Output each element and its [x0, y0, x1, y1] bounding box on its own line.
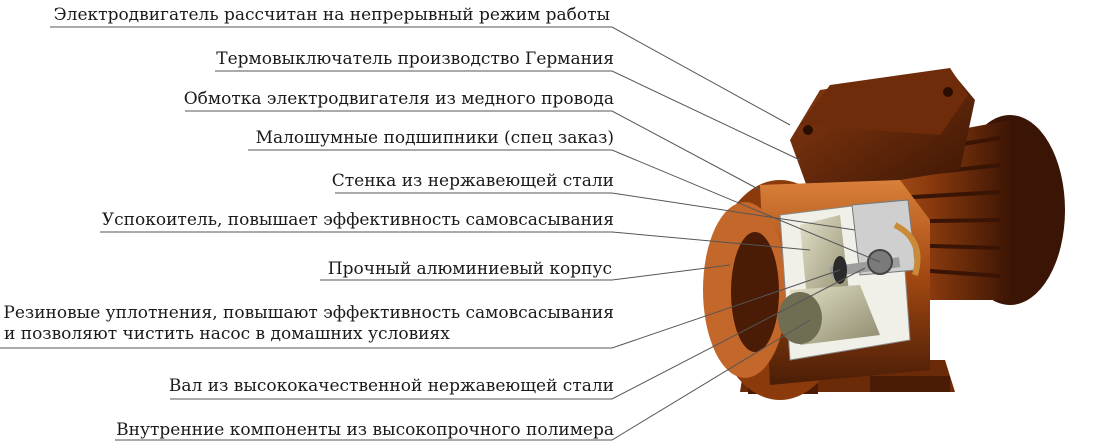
label-steel-wall: Стенка из нержавеющей стали — [331, 171, 614, 191]
leader-shaft — [170, 267, 866, 400]
leader-bearings — [248, 149, 881, 263]
label-bearings: Малошумные подшипники (спец заказ) — [255, 128, 614, 148]
label-polymer: Внутренние компоненты из высокопрочного … — [116, 420, 614, 440]
lid-screw — [943, 87, 953, 97]
inlet-opening — [731, 232, 779, 352]
impeller-eye — [778, 292, 822, 344]
label-thermal-switch: Термовыключатель производство Германия — [216, 49, 614, 69]
terminal-box-lid — [800, 68, 968, 135]
label-seals-line2: и позволяют чистить насос в домашних усл… — [4, 324, 450, 344]
leader-motor — [50, 26, 791, 126]
copper-winding — [893, 222, 921, 276]
pump-foot-right — [870, 376, 950, 392]
label-motor-continuous: Электродвигатель рассчитан на непрерывны… — [53, 5, 610, 25]
leader-housing — [320, 264, 731, 281]
diffuser — [800, 215, 850, 310]
leader-winding — [185, 110, 761, 191]
label-copper-winding: Обмотка электродвигателя из медного пров… — [183, 89, 614, 109]
leader-lines — [0, 26, 881, 441]
label-shaft: Вал из высококачественной нержавеющей ст… — [168, 376, 614, 396]
leader-seals — [0, 269, 841, 349]
label-seals-line1: Резиновые уплотнения, повышают эффективн… — [3, 303, 614, 323]
leader-wall — [335, 192, 856, 231]
leader-diffuser — [100, 231, 811, 251]
label-diffuser: Успокоитель, повышает эффективность само… — [101, 210, 614, 230]
lid-screw — [803, 125, 813, 135]
leader-thermal — [215, 70, 801, 161]
leader-polymer — [115, 319, 811, 441]
label-housing: Прочный алюминиевый корпус — [327, 259, 612, 279]
